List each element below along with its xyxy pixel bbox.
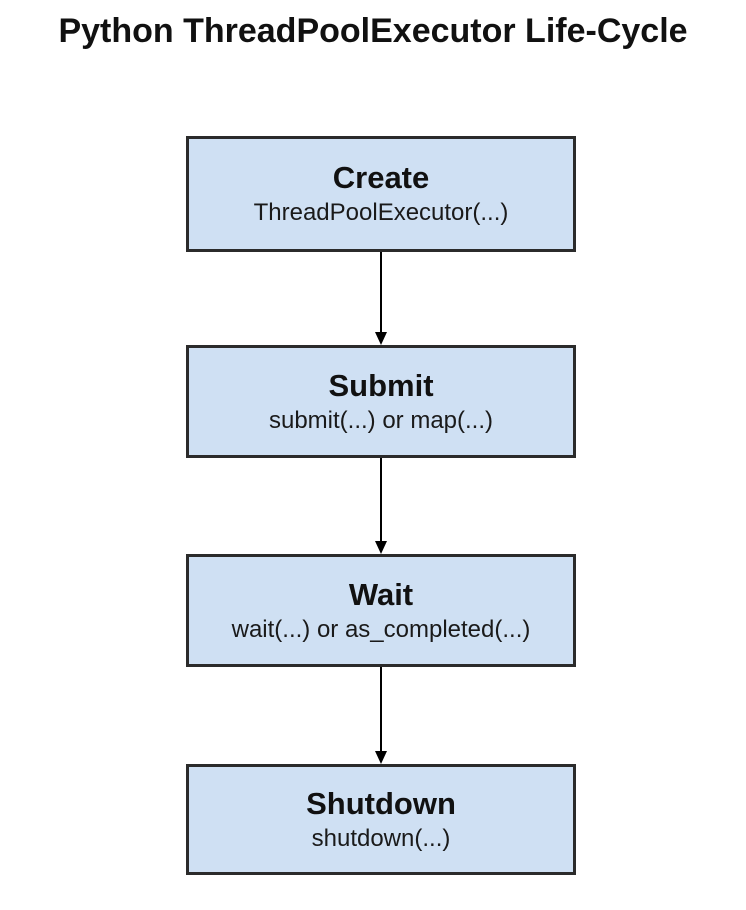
- arrow-head-icon: [375, 332, 387, 345]
- node-submit-label: Submit: [328, 367, 434, 403]
- node-wait-sublabel: wait(...) or as_completed(...): [231, 615, 531, 643]
- node-shutdown-sublabel: shutdown(...): [311, 824, 451, 852]
- node-create-sublabel: ThreadPoolExecutor(...): [253, 199, 509, 227]
- arrow-submit-to-wait: [375, 458, 388, 554]
- arrow-head-icon: [375, 751, 387, 764]
- flowchart-node-submit: Submit submit(...) or map(...): [186, 345, 576, 458]
- diagram-title: Python ThreadPoolExecutor Life-Cycle: [58, 12, 688, 50]
- arrow-head-icon: [375, 541, 387, 554]
- arrow-wait-to-shutdown: [375, 667, 388, 764]
- flowchart-node-wait: Wait wait(...) or as_completed(...): [186, 554, 576, 667]
- node-submit-sublabel: submit(...) or map(...): [268, 406, 494, 434]
- node-shutdown-label: Shutdown: [306, 785, 456, 821]
- node-wait-label: Wait: [348, 576, 414, 612]
- flowchart-node-shutdown: Shutdown shutdown(...): [186, 764, 576, 875]
- arrow-create-to-submit: [375, 252, 388, 345]
- node-create-label: Create: [332, 160, 430, 196]
- arrow-line: [380, 667, 382, 752]
- flowchart-node-create: Create ThreadPoolExecutor(...): [186, 136, 576, 252]
- arrow-line: [380, 252, 382, 333]
- arrow-line: [380, 458, 382, 542]
